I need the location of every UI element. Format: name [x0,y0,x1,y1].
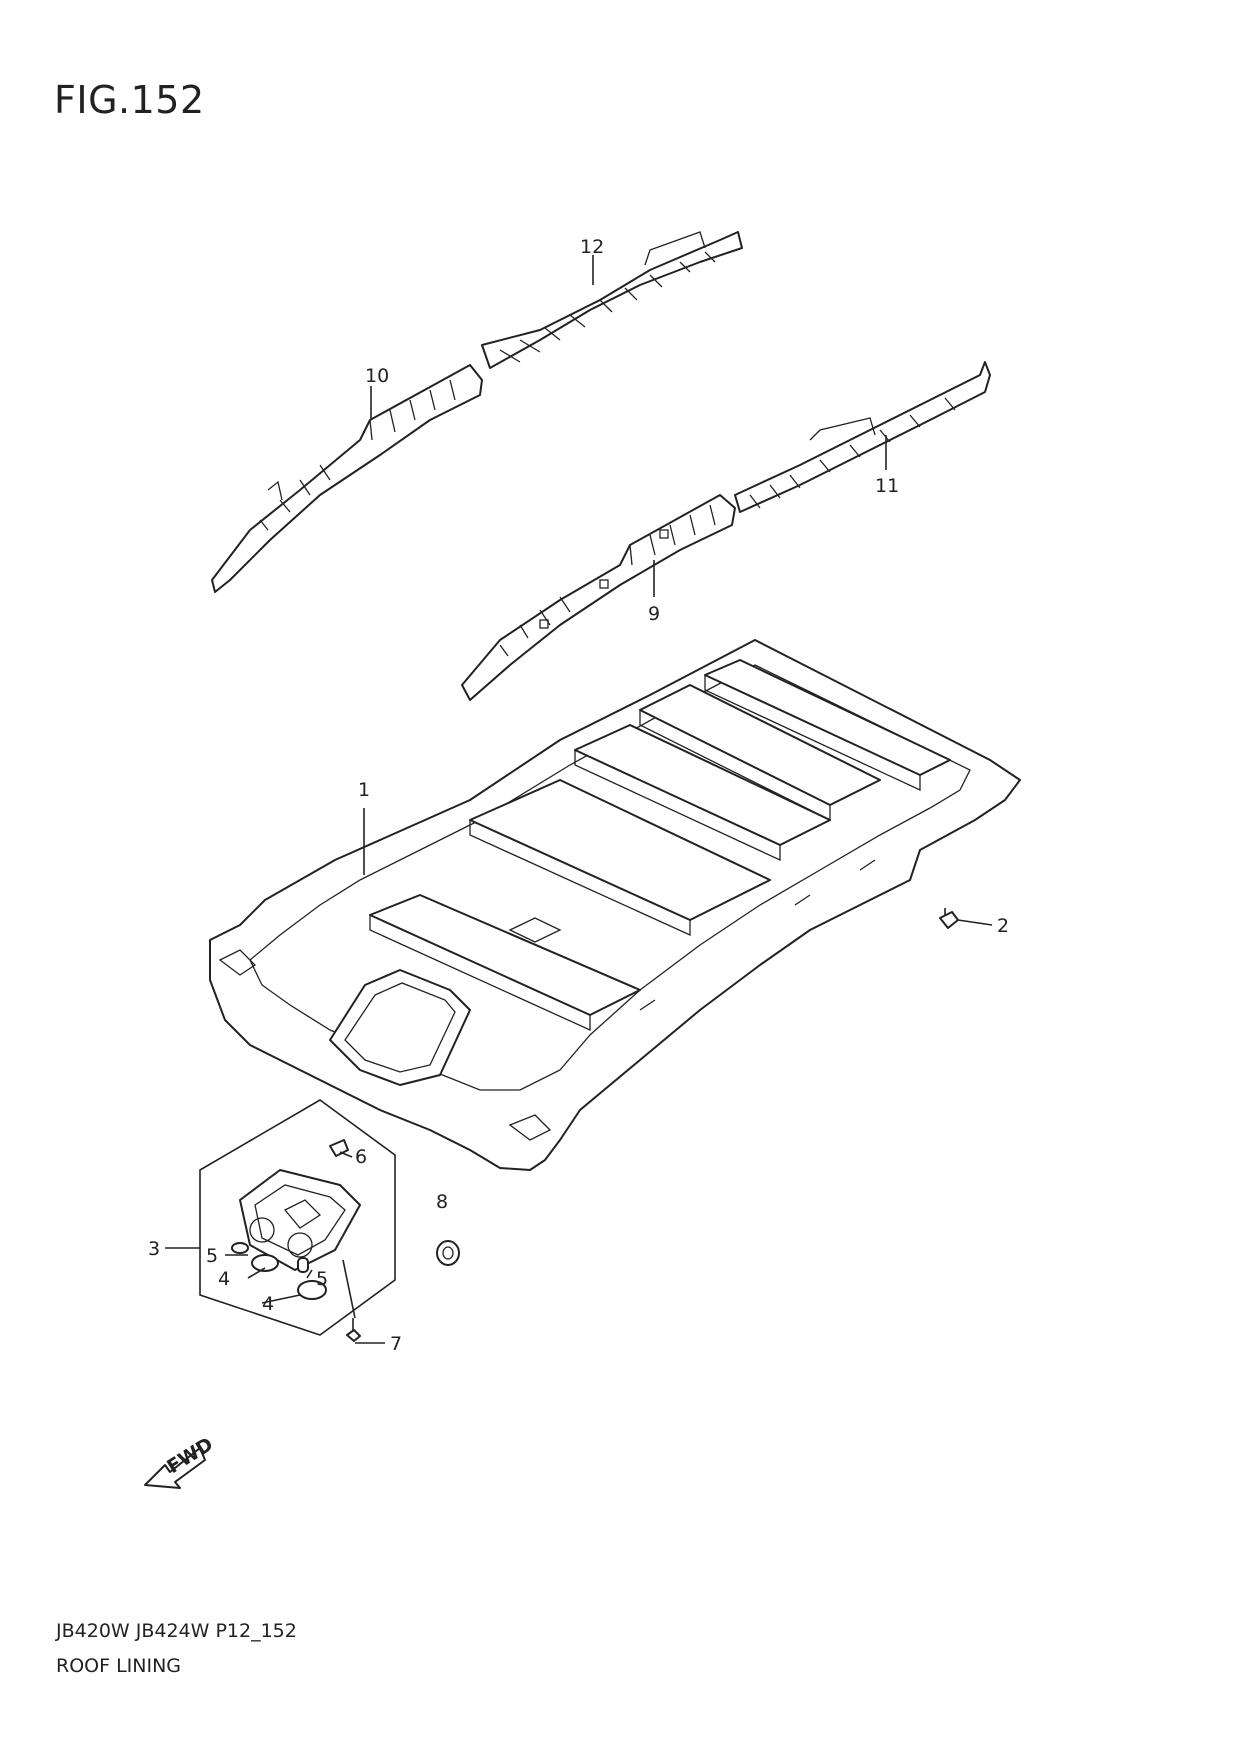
callout-10: 12 [580,236,604,258]
callout-11: 11 [875,475,899,497]
roof-rail-lower-rear[interactable] [461,494,736,701]
callout-5b: 5 [316,1268,328,1290]
roof-rail-upper-rear[interactable] [211,364,483,593]
grommet-part-12[interactable] [436,1240,460,1266]
roof-lining-panel[interactable] [209,639,1021,1171]
callout-8: 10 [365,365,389,387]
model-code: JB420W JB424W P12_152 [56,1620,297,1642]
callout-1: 1 [358,779,370,801]
callout-12: 8 [436,1191,448,1213]
fwd-arrow-icon: FWD [144,1433,217,1489]
roof-rail-upper-front[interactable] [481,231,743,369]
clip-part-6[interactable] [329,1139,349,1157]
callout-9: 9 [648,603,660,625]
interior-light-assembly[interactable] [199,1099,396,1336]
bulb-part-5b[interactable] [297,1257,309,1273]
callout-7: 7 [390,1333,402,1355]
callout-2: 2 [997,915,1009,937]
lens-part-4a[interactable] [251,1254,279,1272]
lens-part-4b[interactable] [297,1280,327,1300]
callout-4b: 4 [262,1293,274,1315]
callout-3: 3 [148,1238,160,1260]
clip-part-2[interactable] [939,908,959,929]
section-name: ROOF LINING [56,1655,182,1677]
screw-part-7[interactable] [346,1318,361,1342]
roof-rail-lower-front[interactable] [734,361,991,513]
callout-5a: 5 [206,1245,218,1267]
callout-6: 6 [355,1146,367,1168]
callout-4a: 4 [218,1268,230,1290]
bulb-part-5a[interactable] [231,1242,249,1254]
figure-title: FIG.152 [54,78,205,122]
